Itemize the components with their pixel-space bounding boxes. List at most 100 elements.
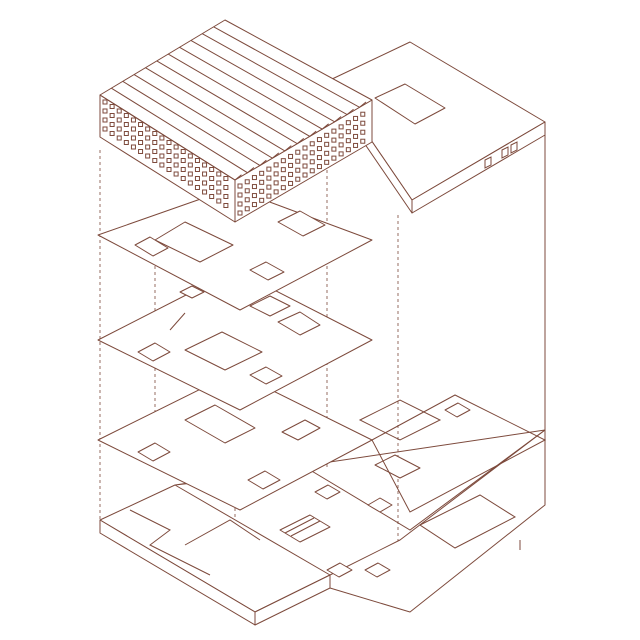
window [316,146,322,152]
window [237,192,243,198]
window [353,142,359,148]
window [302,145,308,151]
window [273,162,279,168]
window [309,150,315,156]
window [244,206,250,212]
window [345,129,351,135]
window [116,117,122,123]
window [324,150,330,156]
window [138,140,144,145]
window [360,129,366,135]
floor-opening [154,221,234,263]
window [109,104,115,109]
roof-ridge [133,74,280,159]
window [138,149,144,154]
window [316,155,322,161]
window [194,176,200,181]
window [266,166,272,172]
lower-floor-plate [97,371,547,513]
window [109,113,115,118]
window [194,167,200,172]
window [302,172,308,178]
window [331,128,337,134]
window [123,140,129,145]
window [130,126,136,132]
window [194,185,200,190]
window [259,188,265,194]
window [244,197,250,203]
window [159,162,165,168]
window [331,146,337,152]
window [187,180,193,186]
window [309,141,315,147]
window [116,108,122,114]
window [345,138,351,144]
window [102,108,108,114]
window [173,144,179,150]
window [338,151,344,157]
window [360,120,366,126]
window [102,126,108,132]
window [295,167,301,173]
window [360,111,366,117]
window [223,185,229,190]
window [130,135,136,141]
stair-opening [184,404,256,444]
upper-floor-plate [97,187,373,311]
window [273,171,279,177]
window [280,176,286,182]
window [237,183,243,189]
window [331,155,337,161]
window [353,124,359,130]
roof-ridge [122,80,267,167]
window [331,137,337,143]
window [338,142,344,148]
window [295,176,301,182]
window [180,158,186,163]
window [202,180,208,186]
window [316,164,322,170]
window [130,117,136,123]
window [295,149,301,155]
window [324,132,330,138]
window [123,113,129,118]
window [159,144,165,150]
middle-floor-plate [97,269,373,411]
window [324,141,330,147]
window [345,120,351,126]
window [280,167,286,173]
window [251,184,257,190]
window [152,131,158,136]
window [266,193,272,199]
roof-ridge [145,67,292,152]
window [145,144,151,150]
window [166,167,172,172]
roof-ridge [213,26,367,108]
window [223,194,229,199]
window [194,158,200,163]
window [166,158,172,163]
window [159,153,165,159]
window [187,171,193,177]
roof-ridge [167,53,317,137]
window [280,158,286,164]
window [166,140,172,145]
window [244,188,250,194]
window [237,210,243,216]
roof-sawtooth-ridges [99,26,367,181]
roof-ridge [190,40,342,123]
window [223,176,229,181]
window [202,189,208,195]
roof-ridge [99,94,242,181]
window [302,163,308,169]
window [159,135,165,141]
window [130,144,136,150]
window [259,197,265,203]
window [109,122,115,127]
window [216,171,222,177]
window [295,158,301,164]
window [288,171,294,177]
window [216,180,222,186]
window [216,189,222,195]
